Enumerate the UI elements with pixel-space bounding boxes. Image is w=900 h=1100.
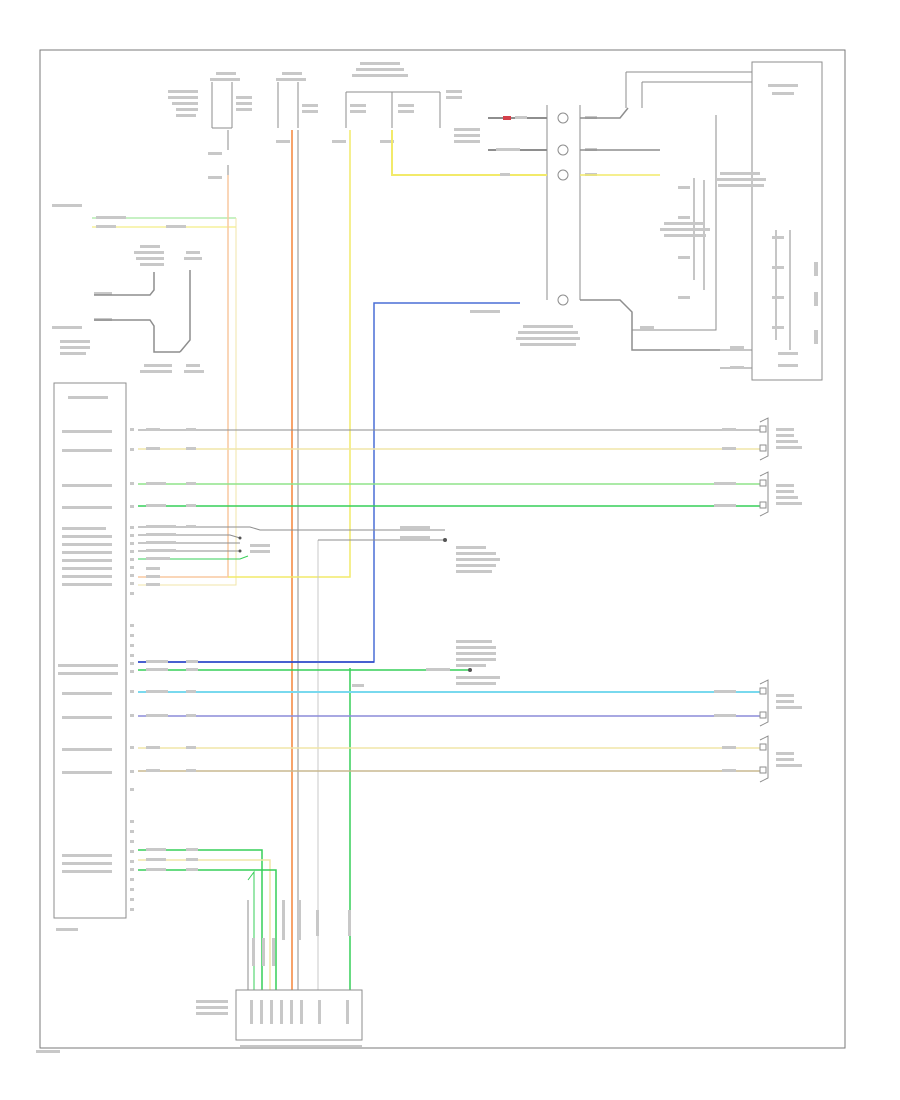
speaker-lf bbox=[759, 417, 769, 461]
speaker-rf bbox=[759, 471, 769, 517]
junction-dots bbox=[238, 536, 472, 672]
diagram-frame bbox=[39, 49, 846, 1049]
top-wires-right bbox=[580, 107, 720, 351]
speaker-rr bbox=[759, 679, 769, 727]
top-wires-left bbox=[391, 117, 547, 176]
radio-module-box bbox=[53, 382, 127, 919]
radio-module-pin-labels bbox=[56, 396, 118, 931]
speaker-lr bbox=[759, 735, 769, 783]
radio-module-pin-numbers bbox=[130, 428, 134, 911]
bottom-connector-labels bbox=[36, 900, 351, 1053]
speaker-labels bbox=[776, 428, 802, 767]
left-ground-wires bbox=[94, 270, 191, 353]
left-upper-labels bbox=[52, 204, 204, 373]
fuse-block-top bbox=[211, 82, 441, 175]
top-wire-markers bbox=[503, 116, 511, 120]
amplifier-block-labels bbox=[640, 84, 818, 369]
horizontal-speaker-wires bbox=[138, 429, 760, 990]
bottom-connector bbox=[235, 900, 363, 1047]
wire-tags bbox=[146, 428, 736, 871]
amplifier-block bbox=[625, 61, 823, 381]
antenna-module-connector bbox=[546, 105, 581, 306]
fuse-block-text bbox=[168, 62, 480, 179]
annotation-blocks bbox=[456, 546, 500, 685]
